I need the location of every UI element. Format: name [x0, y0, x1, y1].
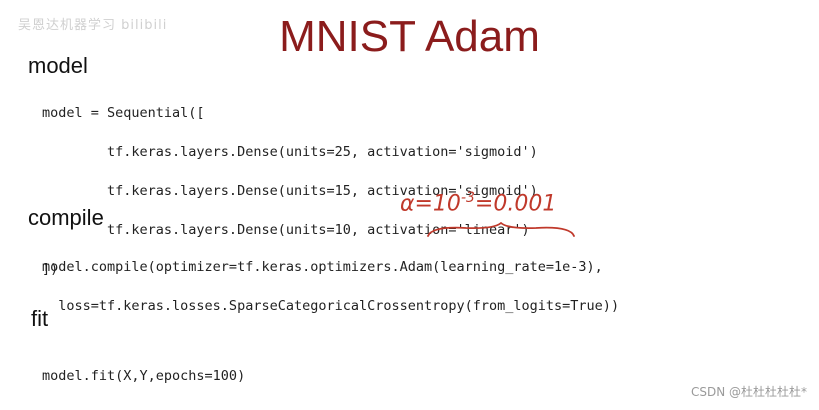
code-line: model = Sequential([ [42, 104, 205, 121]
annotation-suffix: =0.001 [474, 191, 557, 217]
annotation-exponent: -3 [460, 190, 475, 206]
model-heading: model [28, 53, 88, 78]
annotation-brace [427, 222, 575, 237]
code-line: tf.keras.layers.Dense(units=15, activati… [42, 182, 538, 199]
learning-rate-annotation: α=10-3=0.001 [400, 190, 556, 216]
compile-heading: compile [28, 205, 104, 230]
fit-heading: fit [31, 306, 49, 331]
code-line: model.fit(X,Y,epochs=100) [42, 367, 246, 384]
compile-code-block: model.compile(optimizer=tf.keras.optimiz… [42, 238, 619, 336]
code-line: tf.keras.layers.Dense(units=25, activati… [42, 143, 538, 160]
code-line: tf.keras.layers.Dense(units=10, activati… [42, 221, 530, 238]
code-line: model.compile(optimizer=tf.keras.optimiz… [42, 258, 603, 275]
annotation-prefix: α=10 [400, 191, 461, 217]
code-line: ]) [42, 260, 59, 277]
model-code-block: model = Sequential([ tf.keras.layers.Den… [42, 84, 538, 299]
slide-title: MNIST Adam [279, 12, 540, 61]
watermark-top-left: 吴恩达机器学习 bilibili [18, 18, 168, 33]
fit-code-block: model.fit(X,Y,epochs=100) [42, 347, 245, 406]
code-line: loss=tf.keras.losses.SparseCategoricalCr… [42, 297, 620, 314]
watermark-bottom-right: CSDN @杜杜杜杜杜* [690, 385, 807, 399]
